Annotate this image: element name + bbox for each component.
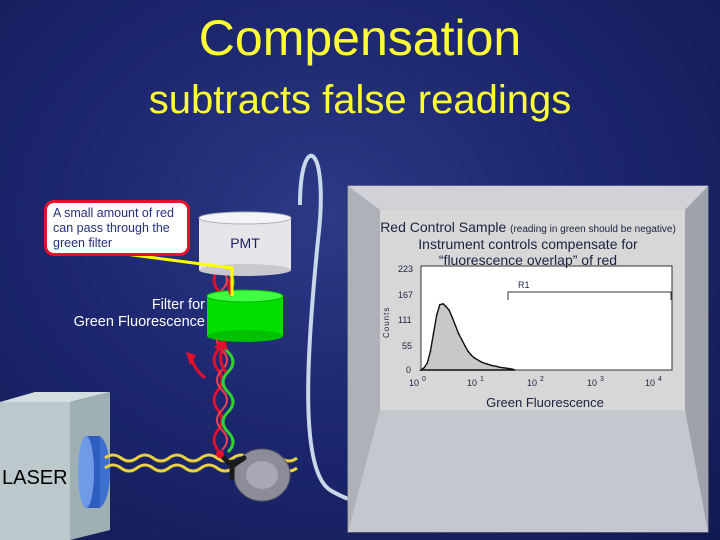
histogram-bin <box>448 309 451 312</box>
antibody-y <box>219 453 247 481</box>
histogram-bin <box>423 366 425 369</box>
histogram-bin <box>467 350 469 353</box>
histogram-bin <box>432 331 435 334</box>
y-tick-111: 111 <box>398 315 412 325</box>
callout-pointer <box>124 252 234 296</box>
histogram-bin <box>495 365 498 368</box>
histogram-bin <box>479 360 482 363</box>
histogram-bin <box>473 357 476 359</box>
histogram-layer <box>418 303 516 371</box>
pmt-label: PMT <box>230 235 260 251</box>
histogram-bin <box>498 366 501 369</box>
page-subtitle: subtracts false readings <box>148 78 572 122</box>
red-arrow-left <box>186 352 196 365</box>
monitor-title-note: (reading in green should be negative) <box>510 224 676 235</box>
histogram-bin <box>454 324 457 327</box>
histogram-bin <box>476 358 479 361</box>
laser-box-top <box>0 392 110 402</box>
histogram-bin <box>429 350 432 353</box>
monitor-title: Red Control Sample (reading in green sho… <box>372 219 684 238</box>
histogram-bin <box>442 303 444 305</box>
monitor-line3: “fluorescence overlap” of red <box>438 252 618 268</box>
monitor-bevel <box>348 186 708 210</box>
histogram-bin <box>445 305 447 308</box>
monitor-line2: Instrument controls compensate for <box>418 236 638 252</box>
histogram-bin <box>504 367 507 369</box>
histogram-bin <box>511 368 513 370</box>
y-axis-label: Counts <box>382 306 391 338</box>
histogram-bin <box>457 332 460 335</box>
histogram-bin <box>492 365 495 367</box>
callout-text: A small amount of red can pass through t… <box>53 206 174 250</box>
filter-label: Filter for Green Fluorescence <box>40 297 205 331</box>
y-tick-55: 55 <box>402 341 413 351</box>
histogram-bin <box>464 344 466 347</box>
y-tick-167: 167 <box>398 290 414 300</box>
y-tick-223: 223 <box>398 264 414 274</box>
histogram-bin <box>489 364 491 366</box>
histogram-bin <box>439 303 441 306</box>
histogram-bin <box>486 363 488 365</box>
histogram-bin <box>483 362 485 364</box>
x-axis-label: Green Fluorescence <box>486 395 604 410</box>
pmt-body <box>199 218 291 270</box>
histogram-bin <box>508 367 510 370</box>
monitor-title-main: Red Control Sample <box>380 219 507 235</box>
green-filter <box>207 296 283 336</box>
page-title: Compensation <box>198 10 522 66</box>
histogram-bin <box>461 338 463 341</box>
laser-box-front <box>0 402 70 540</box>
histogram-bin <box>501 366 504 369</box>
laser-label: LASER <box>2 467 68 489</box>
histogram-bin <box>435 314 438 316</box>
gate-r1-label: R1 <box>518 280 530 290</box>
histogram-bin <box>426 362 429 364</box>
y-tick-0: 0 <box>406 365 412 375</box>
filter-label-line1: Filter for <box>151 297 205 313</box>
gate-r1-marker <box>507 291 672 300</box>
histogram-bin <box>451 317 454 319</box>
callout-box: A small amount of red can pass through t… <box>44 200 190 256</box>
histogram-bin <box>470 354 473 356</box>
filter-label-line2: Green Fluorescence <box>73 314 205 330</box>
